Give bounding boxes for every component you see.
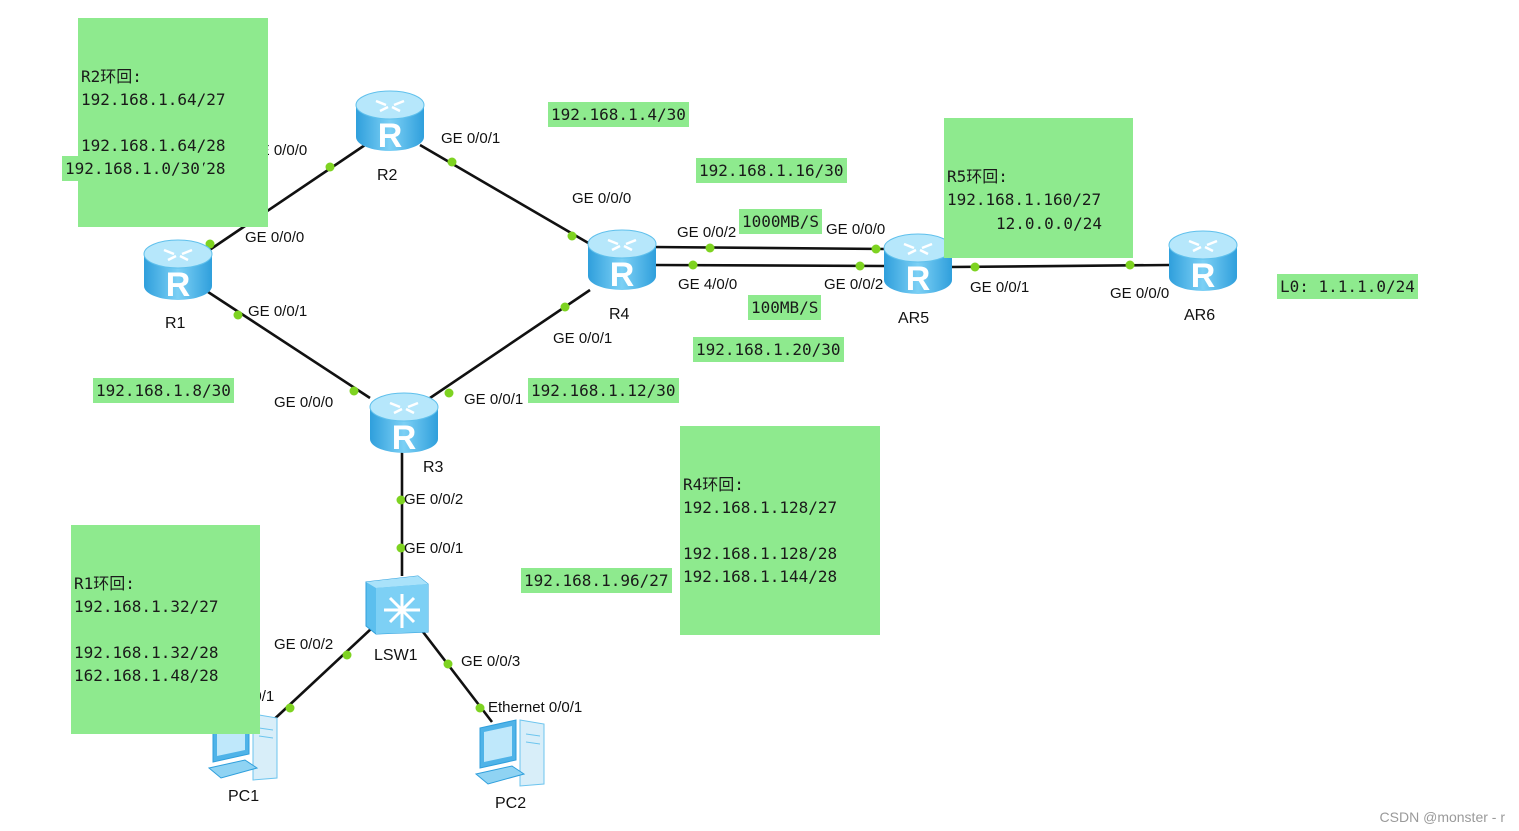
port-dot (396, 495, 406, 505)
port-dot (285, 703, 295, 713)
router-r1-icon[interactable]: R (140, 236, 216, 309)
pc2-icon[interactable] (472, 714, 554, 795)
svg-text:R: R (392, 419, 417, 457)
note-r2-loopback: R2环回:192.168.1.64/27192.168.1.64/28192.1… (78, 18, 268, 227)
note-ar5-ar6-net: 12.0.0.0/24 (993, 211, 1105, 236)
port-dot (1125, 260, 1135, 270)
note-r3-r4-net: 192.168.1.12/30 (528, 378, 679, 403)
svg-text:R: R (1191, 257, 1216, 295)
node-label-r1: R1 (165, 315, 186, 332)
port-dot (475, 703, 485, 713)
port-dot (443, 659, 453, 669)
note-r1-r3-net: 192.168.1.8/30 (93, 378, 234, 403)
node-label-pc1: PC1 (228, 788, 260, 805)
port-dot (688, 260, 698, 270)
port-label: GE 4/0/0 (678, 276, 738, 293)
node-label-lsw1: LSW1 (374, 647, 418, 664)
node-label-r3: R3 (423, 459, 444, 476)
router-ar5-icon[interactable]: R (880, 230, 956, 303)
node-label-ar6: AR6 (1184, 307, 1216, 324)
port-dot (342, 650, 352, 660)
port-dot (567, 231, 577, 241)
port-label: GE 0/0/3 (461, 653, 521, 670)
link-ar5-ar6 (949, 263, 1171, 269)
port-dot (447, 157, 457, 167)
port-label: GE 0/0/2 (404, 491, 464, 508)
port-dot (855, 261, 865, 271)
link-r1-r3 (204, 288, 371, 400)
port-label: GE 0/0/0 (826, 221, 886, 238)
port-label: GE 0/0/2 (677, 224, 737, 241)
port-label: GE 0/0/0 (1110, 285, 1170, 302)
svg-text:R: R (906, 260, 931, 298)
link-r1-r2 (204, 143, 366, 255)
svg-text:R: R (166, 266, 191, 304)
router-r4-icon[interactable]: R (584, 226, 660, 299)
port-label: GE 0/0/1 (441, 130, 501, 147)
link-lsw1-pc1 (267, 627, 373, 726)
node-label-r2: R2 (377, 167, 398, 184)
note-r4-ar5-net-top: 192.168.1.16/30 (696, 158, 847, 183)
node-label-ar5: AR5 (898, 310, 930, 327)
svg-text:R: R (610, 256, 635, 294)
port-label: GE 0/0/0 (245, 229, 305, 246)
note-bandwidth-top: 1000MB/S (739, 209, 823, 234)
node-label-r4: R4 (609, 306, 630, 323)
link-r2-r4 (419, 143, 591, 246)
node-label-pc2: PC2 (495, 795, 527, 812)
switch-lsw1-icon[interactable] (362, 572, 432, 641)
port-dot (444, 388, 454, 398)
note-r4-ar5-net-bottom: 192.168.1.20/30 (693, 337, 844, 362)
port-dot (325, 162, 335, 172)
note-r5-loopback: R5环回:192.168.1.160/27 (944, 118, 1133, 258)
note-bandwidth-bottom: 100MB/S (748, 295, 822, 320)
port-dot (349, 386, 359, 396)
note-lan-net: 192.168.1.96/27 (521, 568, 672, 593)
note-r1-r2-net: 192.168.1.0/30 (62, 156, 203, 181)
port-label: GE 0/0/1 (970, 279, 1030, 296)
port-label: GE 0/0/1 (404, 540, 464, 557)
port-label: GE 0/0/0 (274, 394, 334, 411)
link-r4-ar5-top (651, 245, 886, 251)
port-dot (205, 239, 215, 249)
port-dot (705, 243, 715, 253)
port-dot (233, 310, 243, 320)
router-r3-icon[interactable]: R (366, 389, 442, 462)
port-label: Ethernet 0/0/1 (488, 699, 583, 716)
port-label: GE 0/0/2 (824, 276, 884, 293)
router-ar6-icon[interactable]: R (1165, 227, 1241, 300)
svg-text:R: R (378, 117, 403, 155)
port-label: GE 0/0/1 (553, 330, 613, 347)
port-label: GE 0/0/1 (464, 391, 524, 408)
port-dot (970, 262, 980, 272)
note-ar6-lo: L0: 1.1.1.0/24 (1277, 274, 1418, 299)
port-label: GE 0/0/2 (274, 636, 334, 653)
watermark: CSDN @monster - r (1379, 809, 1505, 825)
port-dot (871, 244, 881, 254)
port-dot (560, 302, 570, 312)
link-r4-ar5-bottom (651, 263, 886, 268)
port-label: GE 0/0/1 (248, 303, 308, 320)
note-r2-r4-net: 192.168.1.4/30 (548, 102, 689, 127)
port-dot (396, 543, 406, 553)
port-label: GE 0/0/0 (572, 190, 632, 207)
router-r2-icon[interactable]: R (352, 87, 428, 160)
